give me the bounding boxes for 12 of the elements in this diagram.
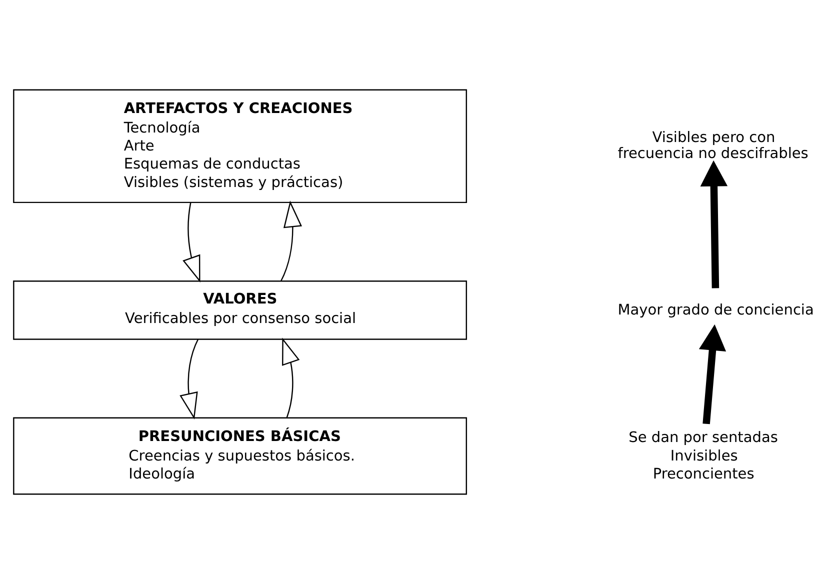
node-text: Visibles pero con frecuencia no descifrables: [618, 130, 808, 162]
node-box: ARTEFACTOS Y CREACIONES Tecnología Arte Esquemas de conductas Visibles (sistemas y prácticas): [13, 89, 468, 204]
node-text: Mayor grado de conciencia: [618, 302, 814, 319]
arrow: [280, 200, 302, 282]
node-box: VALORES Verificables por consenso social: [13, 280, 468, 340]
arrow: [182, 202, 200, 282]
node-box: PRESUNCIONES BÁSICAS Creencias y supuestos básicos. Ideología: [13, 417, 468, 495]
arrow: [700, 160, 728, 288]
arrow: [282, 338, 300, 418]
node-text: Se dan por sentadas Invisibles Preconcientes: [628, 430, 778, 483]
arrow: [698, 324, 726, 424]
arrow: [180, 339, 199, 420]
